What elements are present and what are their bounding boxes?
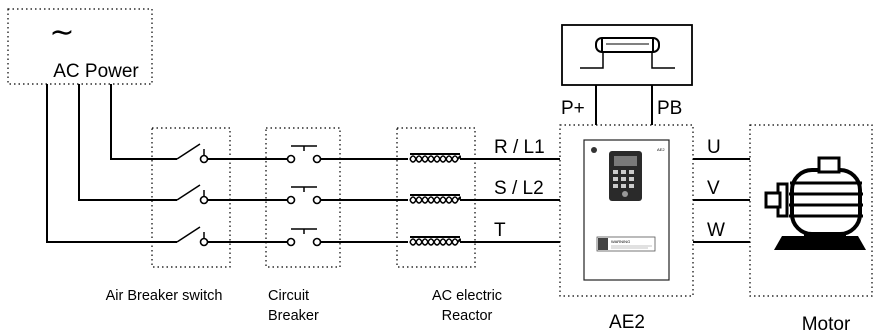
air-breaker-box	[151, 127, 231, 268]
caption-motor: Motor	[802, 314, 851, 334]
label-pb: PB	[657, 98, 682, 119]
braking-resistor-box	[561, 24, 693, 86]
motor-icon	[764, 156, 866, 250]
wires-input-terminals	[460, 158, 560, 243]
terminal-s-l2: S / L2	[494, 178, 544, 199]
ac-power-label: AC Power	[53, 61, 139, 82]
ac-power-symbol: ∼	[49, 16, 74, 49]
svg-text:AE2: AE2	[657, 147, 665, 152]
ac-power-box	[7, 8, 153, 85]
caption-circuit-breaker-line1: Circuit	[268, 288, 309, 304]
terminal-t: T	[494, 220, 506, 241]
circuit-breaker-contacts	[286, 145, 322, 247]
caption-circuit-breaker-line2: Breaker	[268, 308, 319, 324]
reactor-coils	[409, 153, 461, 246]
device-warning-text: WARNING	[611, 239, 630, 244]
ae2-box	[559, 124, 694, 297]
supply-wires	[46, 84, 177, 243]
ac-reactor-box	[396, 127, 476, 268]
terminal-v: V	[707, 178, 720, 199]
caption-reactor-line1: AC electric	[432, 288, 502, 304]
terminal-u: U	[707, 137, 721, 158]
inverter-device-icon: AE2 WARNING	[583, 139, 670, 281]
terminal-w: W	[707, 220, 725, 241]
braking-resistor-icon	[580, 37, 675, 69]
air-breaker-switches	[176, 143, 209, 247]
terminal-r-l1: R / L1	[494, 137, 545, 158]
wires-reactor-link	[321, 158, 408, 243]
motor-box	[749, 124, 873, 297]
wires-output-terminals	[693, 158, 750, 243]
label-p-plus: P+	[561, 98, 585, 119]
caption-ae2: AE2	[609, 312, 645, 333]
caption-air-breaker: Air Breaker switch	[106, 288, 223, 304]
caption-reactor-line2: Reactor	[442, 308, 493, 324]
wires-breaker-link	[208, 158, 289, 243]
circuit-breaker-box	[265, 127, 341, 268]
